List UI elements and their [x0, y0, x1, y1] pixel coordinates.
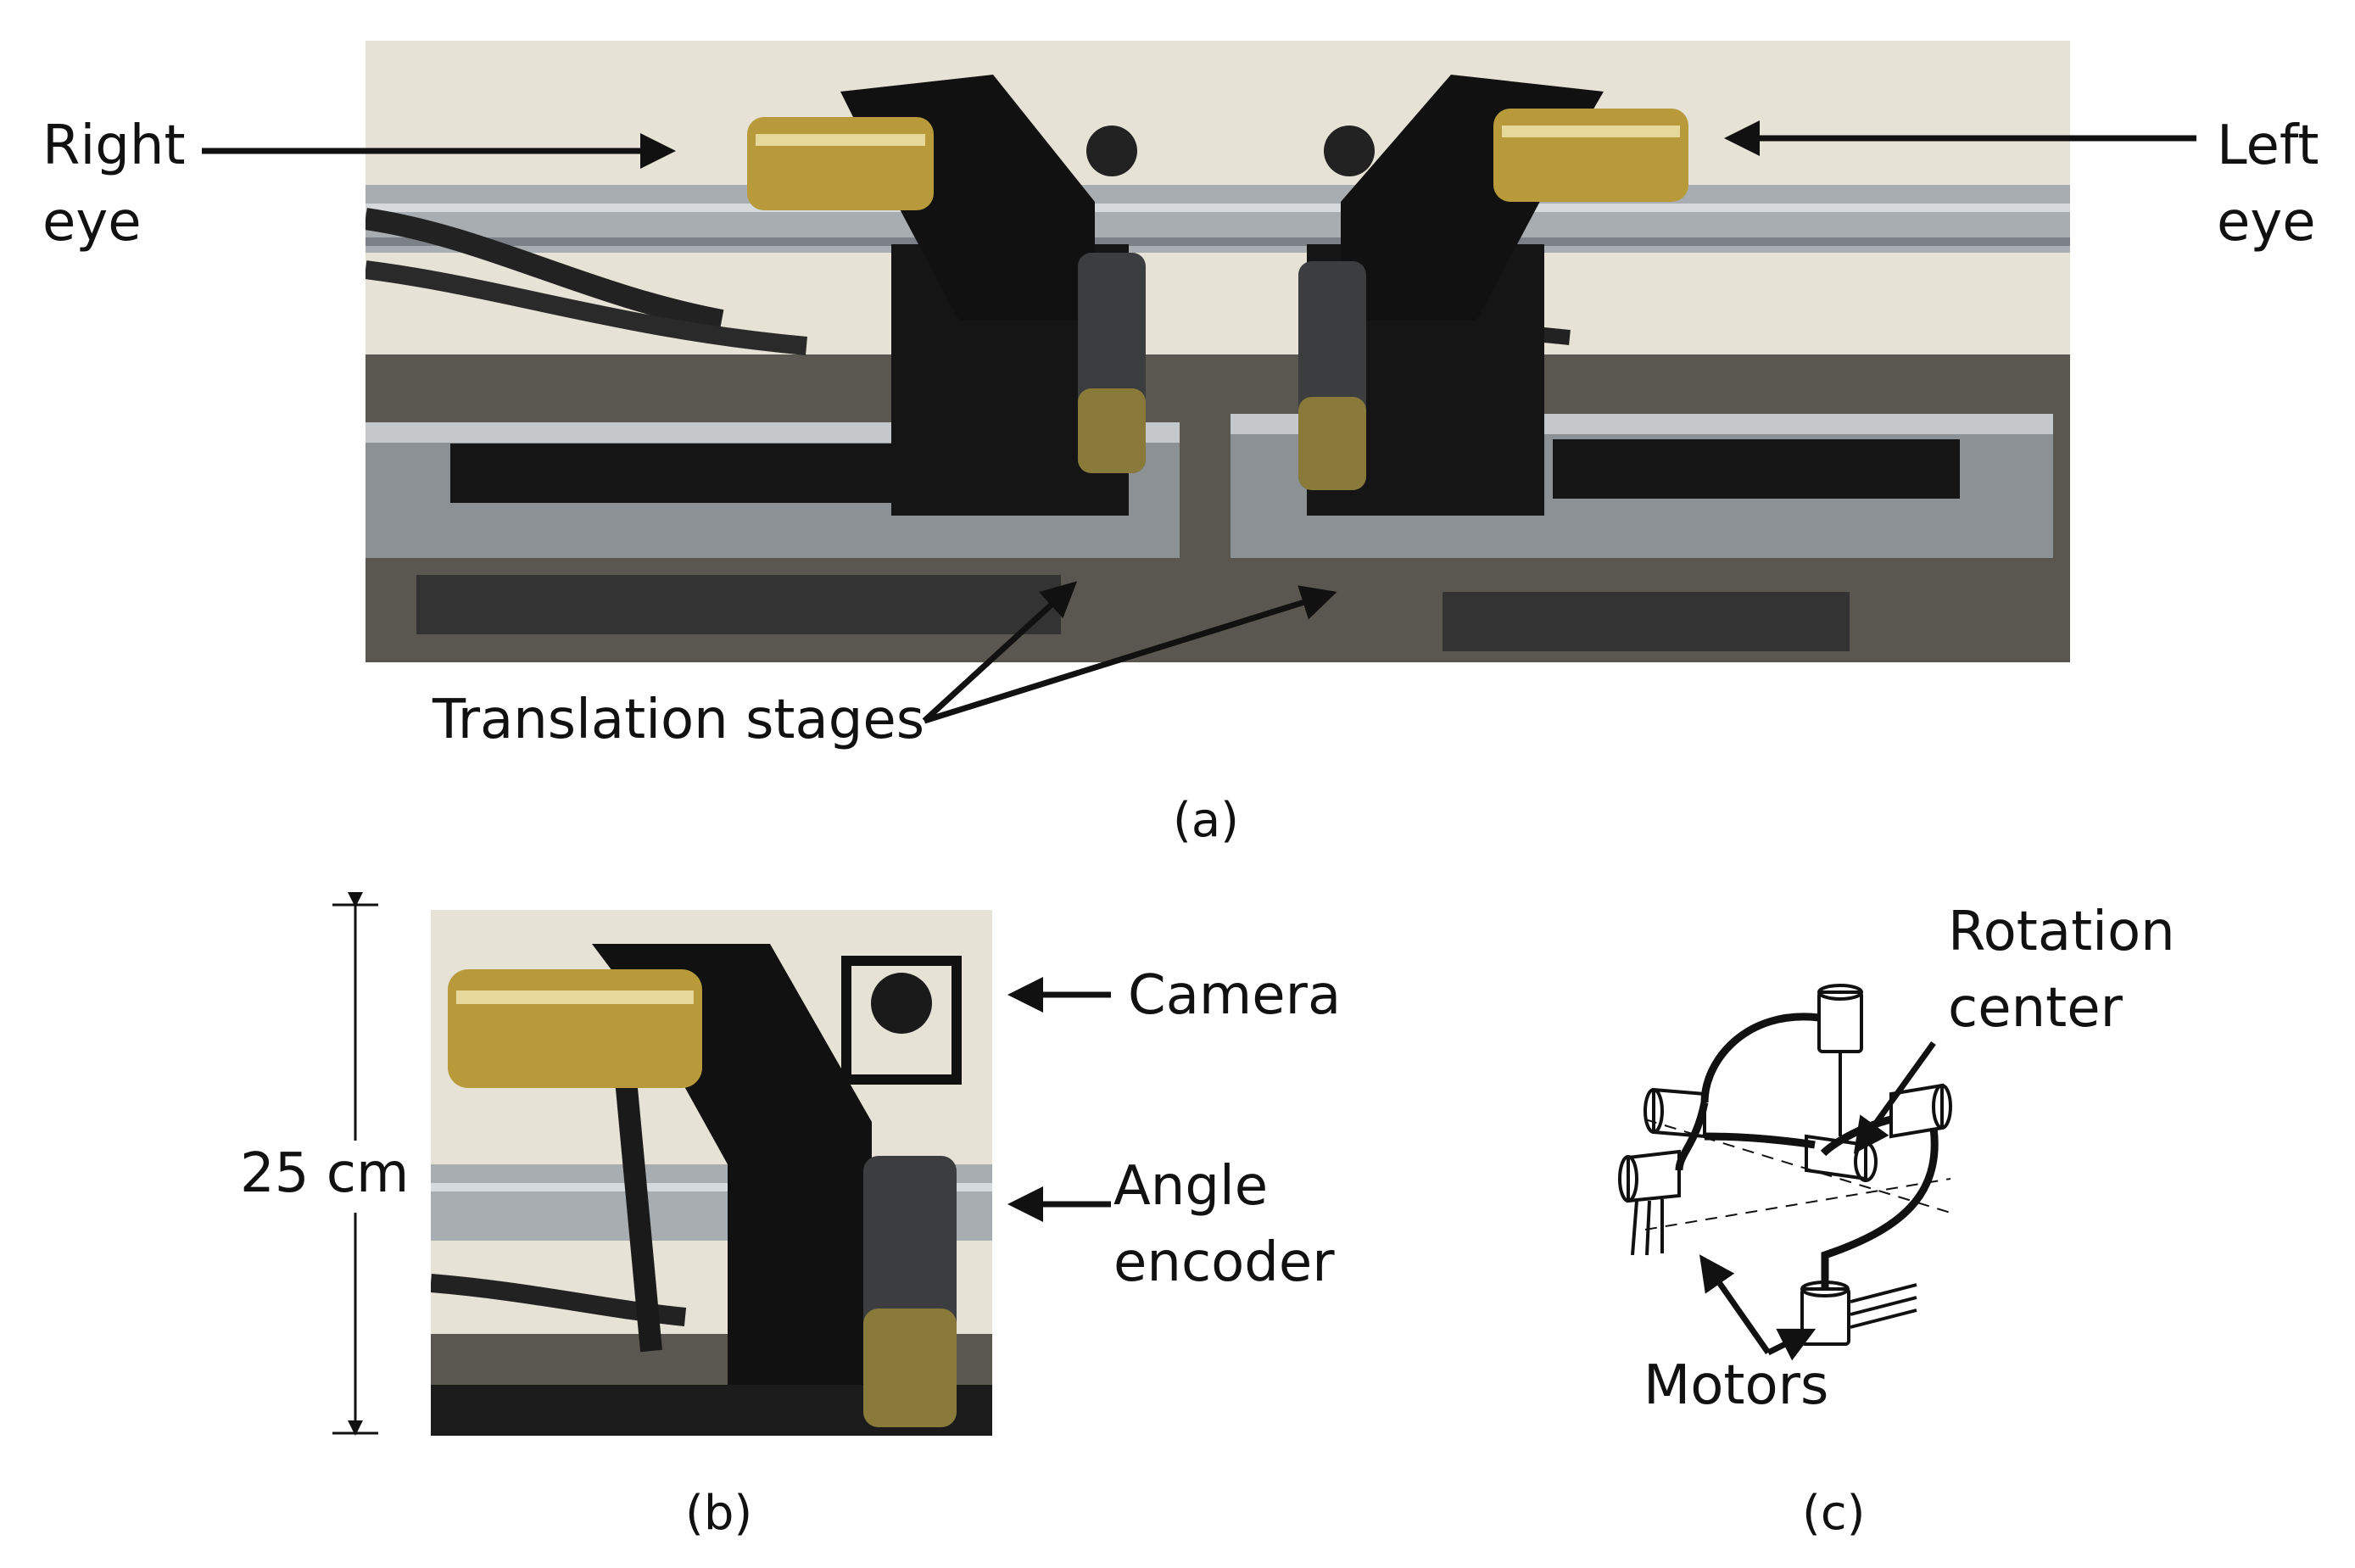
motors-arrow-left	[1699, 1254, 1771, 1355]
rotation-arrow	[1853, 1041, 1936, 1154]
stereo-head-photo	[366, 41, 2070, 662]
motors-label: Motors	[1643, 1354, 1829, 1417]
stage-arrow-right	[922, 581, 1078, 723]
rotation-schematic	[1618, 984, 1952, 1346]
camera-label: Camera	[1128, 964, 1342, 1027]
translation-stages-label: Translation stages	[432, 689, 925, 751]
single-eye-photo	[431, 910, 992, 1436]
caption-a: (a)	[1173, 793, 1240, 848]
height-label: 25 cm	[240, 1142, 410, 1205]
caption-b: (b)	[685, 1486, 753, 1541]
scale-bar	[332, 892, 378, 1436]
angle-encoder-label: Angle encoder	[1113, 1155, 1335, 1294]
right-eye-label: Right eye	[42, 114, 186, 254]
motors-arrow-right	[1766, 1328, 1816, 1361]
stage-arrow-left	[923, 585, 1337, 724]
left-eye-label: Left eye	[2217, 114, 2319, 254]
caption-c: (c)	[1802, 1486, 1866, 1541]
rotation-center-label: Rotation center	[1948, 901, 2175, 1040]
